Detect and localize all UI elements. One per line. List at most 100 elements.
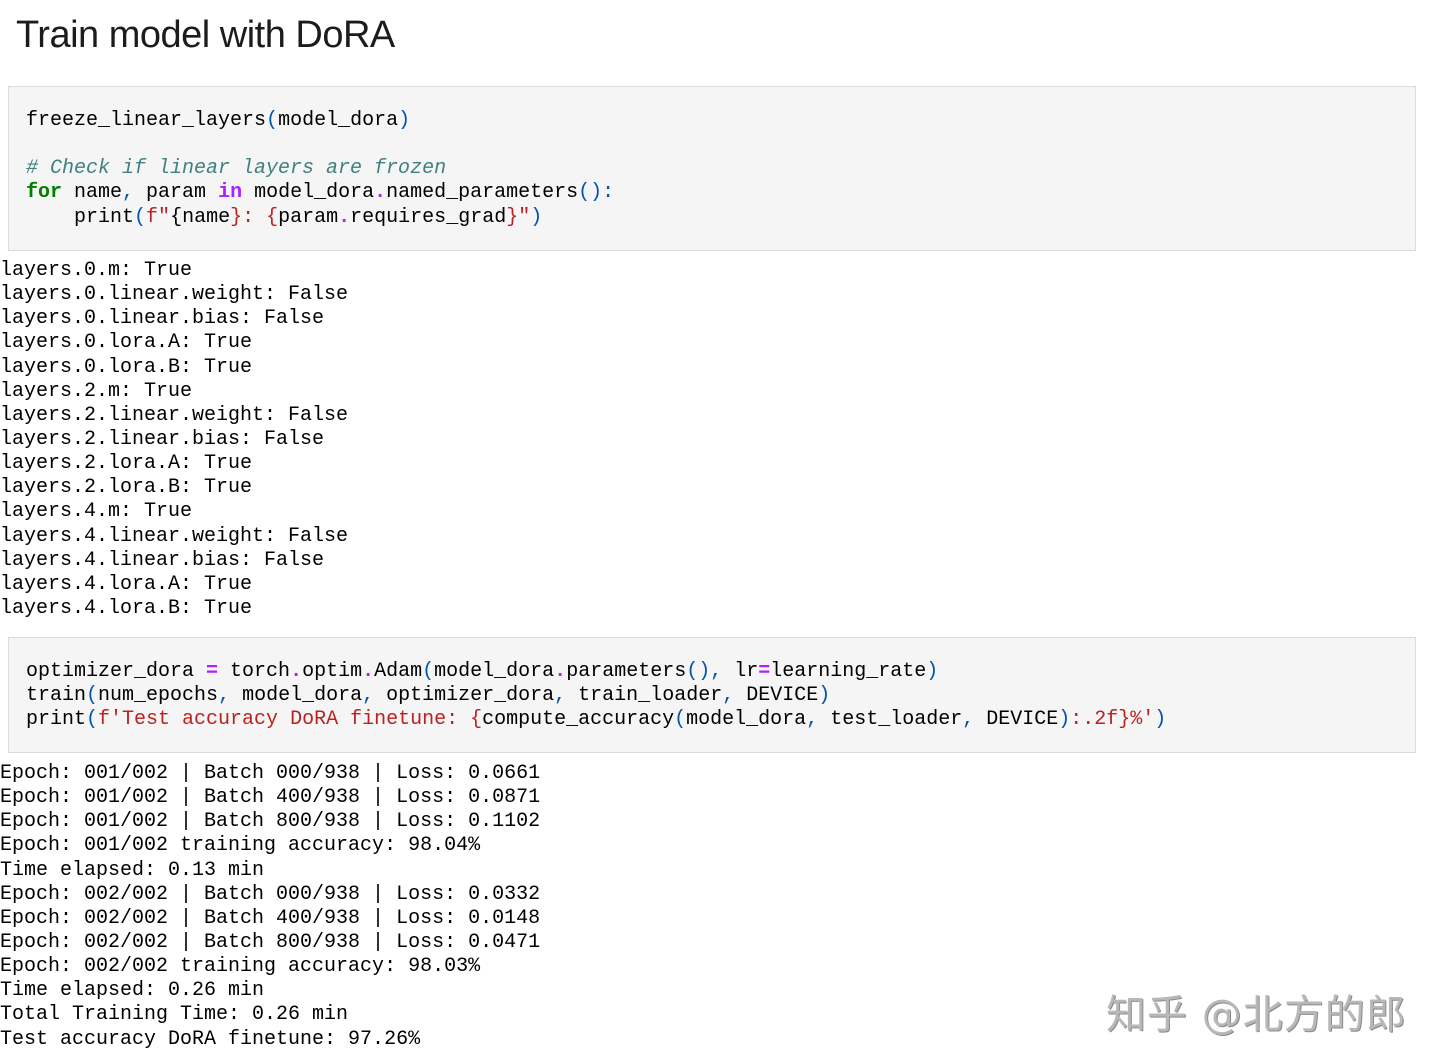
code-token: model_dora bbox=[242, 181, 375, 205]
output-line: layers.2.linear.weight: False bbox=[0, 403, 349, 427]
code-token: ) bbox=[530, 205, 543, 229]
code-token: , bbox=[554, 684, 567, 708]
watermark: 知乎 @北方的郎 bbox=[1106, 992, 1407, 1038]
code-token: param bbox=[134, 181, 219, 205]
code-input-freeze[interactable]: freeze_linear_layers(model_dora) # Check… bbox=[26, 109, 614, 230]
code-token: name bbox=[62, 181, 123, 205]
code-token: num_epochs bbox=[98, 684, 219, 708]
code-token: ( bbox=[134, 205, 147, 229]
code-token: , bbox=[806, 708, 819, 732]
code-token: " bbox=[518, 205, 531, 229]
code-token: ( bbox=[674, 708, 687, 732]
code-token: optimizer_dora bbox=[374, 684, 555, 708]
code-token: requires_grad bbox=[350, 205, 507, 229]
code-token: (): bbox=[578, 181, 615, 205]
code-token: torch bbox=[218, 660, 291, 683]
code-token: model_dora bbox=[278, 109, 399, 132]
code-line: optimizer_dora = torch.optim.Adam(model_… bbox=[26, 660, 1166, 684]
output-line: Test accuracy DoRA finetune: 97.26% bbox=[0, 1027, 421, 1051]
output-line: layers.0.linear.bias: False bbox=[0, 307, 325, 331]
output-line: Epoch: 001/002 training accuracy: 98.04% bbox=[0, 834, 481, 858]
code-token: . bbox=[362, 660, 375, 683]
output-line: layers.4.linear.bias: False bbox=[0, 548, 325, 572]
code-token: train_loader bbox=[566, 684, 723, 708]
code-token: # Check if linear layers are frozen bbox=[26, 157, 447, 181]
code-token: model_dora bbox=[230, 684, 363, 708]
code-token: name bbox=[182, 205, 231, 229]
code-line: freeze_linear_layers(model_dora) bbox=[26, 109, 614, 133]
code-line: print(f"{name}: {param.requires_grad}") bbox=[26, 206, 614, 230]
code-line: # Check if linear layers are frozen bbox=[26, 157, 614, 181]
code-token: named_parameters bbox=[386, 181, 579, 205]
output-line: Epoch: 002/002 | Batch 000/938 | Loss: 0… bbox=[0, 882, 541, 906]
code-token: ) bbox=[926, 660, 939, 683]
output-line: layers.4.lora.B: True bbox=[0, 596, 253, 620]
code-token: optim bbox=[302, 660, 363, 683]
code-token: DEVICE bbox=[734, 684, 819, 708]
code-token: parameters bbox=[566, 660, 687, 683]
output-line: Epoch: 001/002 | Batch 400/938 | Loss: 0… bbox=[0, 786, 541, 810]
output-line: layers.4.m: True bbox=[0, 500, 193, 524]
code-line: print(f'Test accuracy DoRA finetune: {co… bbox=[26, 708, 1166, 732]
code-token: { bbox=[170, 205, 183, 229]
code-token: freeze_linear_layers bbox=[26, 109, 267, 132]
output-line: layers.2.lora.B: True bbox=[0, 476, 253, 500]
code-token: . bbox=[374, 181, 387, 205]
output-line: Epoch: 001/002 | Batch 000/938 | Loss: 0… bbox=[0, 762, 541, 785]
code-token: ) bbox=[1058, 708, 1071, 732]
code-token: :.2f}%' bbox=[1070, 708, 1155, 732]
section-heading: Train model with DoRA bbox=[16, 14, 395, 56]
output-line: Time elapsed: 0.26 min bbox=[0, 979, 265, 1003]
code-token: ) bbox=[398, 109, 411, 132]
output-line: layers.4.linear.weight: False bbox=[0, 524, 349, 548]
code-token: , bbox=[218, 684, 231, 708]
code-token: optimizer_dora bbox=[26, 660, 207, 683]
output-line: layers.4.lora.A: True bbox=[0, 572, 253, 596]
code-token: ) bbox=[818, 684, 831, 708]
code-token: = bbox=[206, 660, 219, 683]
code-token: print bbox=[26, 708, 87, 732]
code-token: f'Test accuracy DoRA finetune: bbox=[98, 708, 471, 732]
output-line: layers.0.linear.weight: False bbox=[0, 283, 349, 307]
code-token: Adam bbox=[374, 660, 423, 683]
code-token: train bbox=[26, 684, 87, 708]
code-token: ( bbox=[266, 109, 279, 132]
code-token: ( bbox=[86, 684, 99, 708]
output-line: Epoch: 002/002 | Batch 800/938 | Loss: 0… bbox=[0, 930, 541, 954]
code-token: (), bbox=[686, 660, 723, 683]
code-token: test_loader bbox=[818, 708, 963, 732]
code-token: , bbox=[122, 181, 135, 205]
code-token: , bbox=[722, 684, 735, 708]
code-cell-freeze[interactable]: freeze_linear_layers(model_dora) # Check… bbox=[8, 86, 1416, 251]
code-token: { bbox=[266, 205, 279, 229]
output-line: Epoch: 001/002 | Batch 800/938 | Loss: 0… bbox=[0, 810, 541, 834]
code-token: compute_accuracy bbox=[482, 708, 675, 732]
code-cell-train[interactable]: optimizer_dora = torch.optim.Adam(model_… bbox=[8, 637, 1416, 753]
code-token: param bbox=[278, 205, 339, 229]
output-line: layers.2.lora.A: True bbox=[0, 452, 253, 476]
code-token: model_dora bbox=[686, 708, 807, 732]
output-line: Epoch: 002/002 | Batch 400/938 | Loss: 0… bbox=[0, 906, 541, 930]
output-line: layers.2.linear.bias: False bbox=[0, 427, 325, 451]
code-token: model_dora bbox=[434, 660, 555, 683]
output-line: layers.0.lora.B: True bbox=[0, 355, 253, 379]
code-input-train[interactable]: optimizer_dora = torch.optim.Adam(model_… bbox=[26, 660, 1166, 732]
code-token: = bbox=[758, 660, 771, 683]
code-line: train(num_epochs, model_dora, optimizer_… bbox=[26, 684, 1166, 708]
code-token: } bbox=[230, 205, 243, 229]
code-token: : bbox=[242, 205, 267, 229]
code-token: lr bbox=[722, 660, 759, 683]
code-token: for bbox=[26, 181, 63, 205]
output-line: Total Training Time: 0.26 min bbox=[0, 1003, 349, 1027]
code-token: in bbox=[218, 181, 243, 205]
code-token: } bbox=[506, 205, 519, 229]
code-token: , bbox=[362, 684, 375, 708]
code-token: , bbox=[962, 708, 975, 732]
output-line: Epoch: 002/002 training accuracy: 98.03% bbox=[0, 955, 481, 979]
code-token: . bbox=[338, 205, 351, 229]
output-training-log: Epoch: 001/002 | Batch 000/938 | Loss: 0… bbox=[0, 762, 540, 1052]
code-token: print bbox=[26, 205, 135, 229]
code-token: ( bbox=[422, 660, 435, 683]
code-token: . bbox=[554, 660, 567, 683]
